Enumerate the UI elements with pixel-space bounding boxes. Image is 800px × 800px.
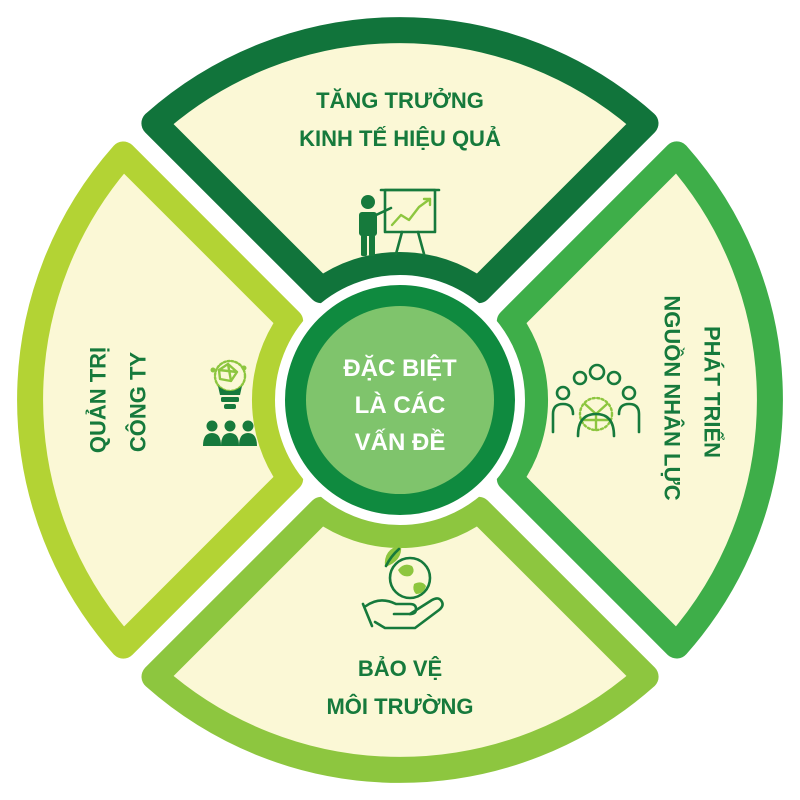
segment-top-label: TĂNG TRƯỞNG KINH TẾ HIỆU QUẢ [299,88,501,151]
center-line-1: ĐẶC BIỆT [343,354,457,382]
segment-bottom-label: BẢO VỆ MÔI TRƯỜNG [326,656,473,719]
center-hub: ĐẶC BIỆT LÀ CÁC VẤN ĐỀ [275,275,525,525]
center-line-2: LÀ CÁC [355,391,446,419]
segment-right-line-1: PHÁT TRIỂN [700,326,725,458]
segments [17,17,783,783]
idea-bulb-team-icon [203,359,257,446]
segment-left-label: QUẢN TRỊ CÔNG TY [86,347,151,453]
segment-bottom-line-2: MÔI TRƯỜNG [326,694,473,719]
segment-right [496,141,783,659]
segment-top-line-2: KINH TẾ HIỆU QUẢ [299,126,501,151]
segment-right-label: PHÁT TRIỂN NGUỒN NHÂN LỰC [660,295,725,500]
segment-left [17,141,304,659]
segment-left-line-1: QUẢN TRỊ [86,347,111,453]
team-people-icon [551,363,641,438]
segment-top-line-1: TĂNG TRƯỞNG [316,88,484,113]
segment-top [141,17,659,304]
center-inner-circle [306,306,494,494]
hand-globe-leaf-icon [361,545,444,630]
center-line-3: VẤN ĐỀ [355,428,446,456]
presentation-chart-icon [359,188,441,256]
segment-bottom-line-1: BẢO VỆ [358,656,442,681]
segment-left-line-2: CÔNG TY [126,352,151,453]
segment-right-line-2: NGUỒN NHÂN LỰC [660,295,685,500]
segment-bottom [141,496,659,783]
